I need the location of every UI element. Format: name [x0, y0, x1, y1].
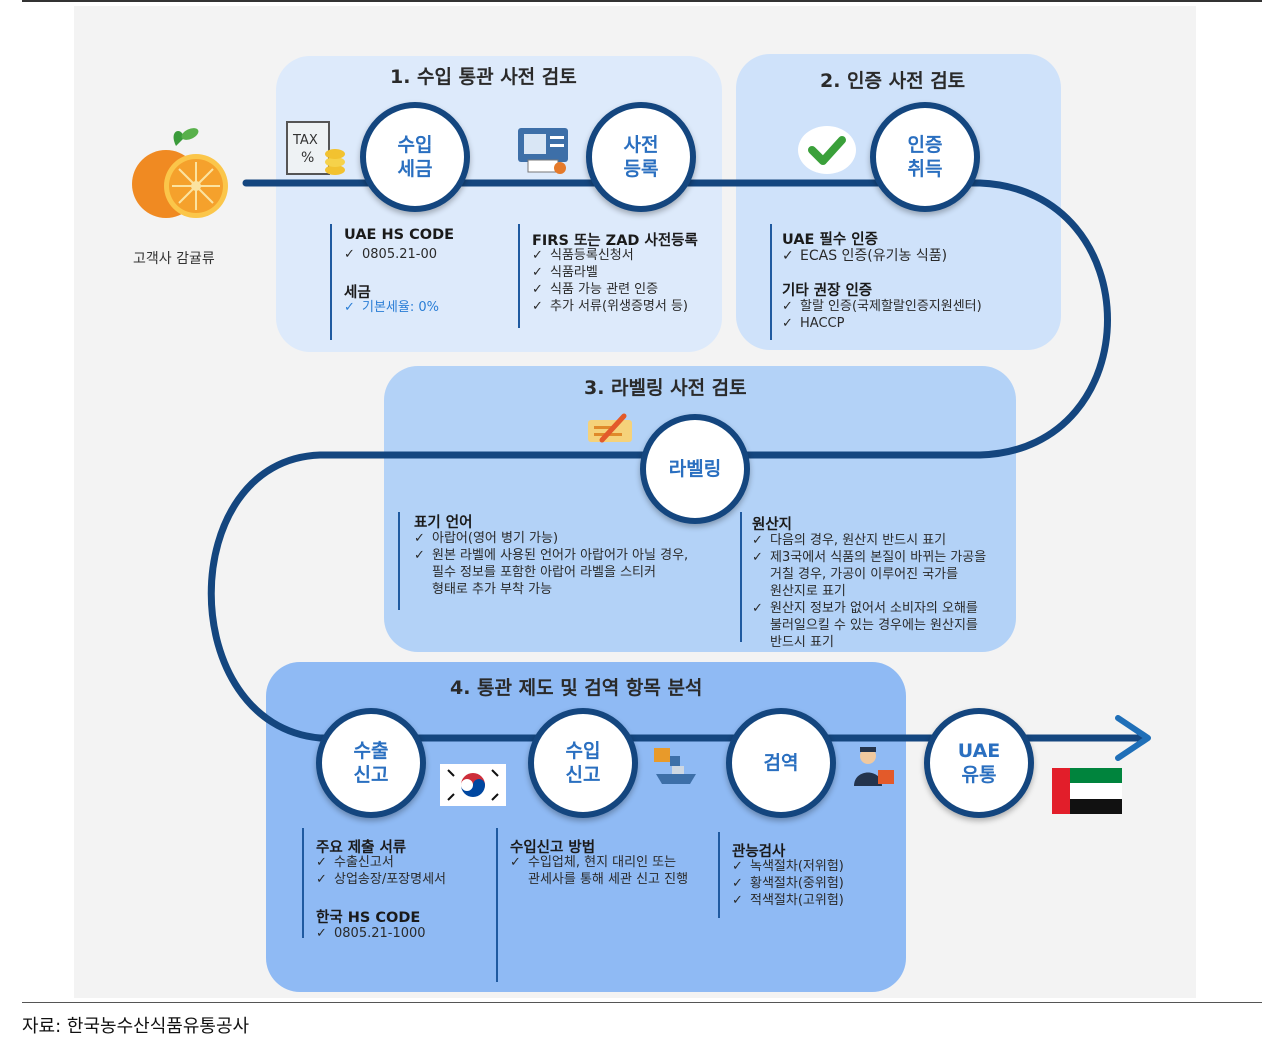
- divider: [518, 224, 520, 328]
- import-tax-circle: 수입 세금: [360, 102, 470, 212]
- list-item: ✓0805.21-1000: [316, 926, 426, 941]
- section-4-title: 4. 통관 제도 및 검역 항목 분석: [450, 677, 703, 699]
- list-item: 거칠 경우, 가공이 이루어진 국가를: [770, 567, 959, 582]
- required-cert-heading: UAE 필수 인증: [782, 232, 878, 248]
- uae-distribution-circle: UAE 유통: [924, 708, 1034, 818]
- export-declaration-circle: 수출 신고: [316, 708, 426, 818]
- list-item: 원산지로 표기: [770, 584, 846, 599]
- origin-heading: 원산지: [752, 517, 793, 533]
- arrow-icon: [1115, 715, 1151, 761]
- list-item: 필수 정보를 포함한 아랍어 라벨을 스티커: [432, 565, 656, 580]
- tax-heading: 세금: [344, 285, 371, 301]
- list-item: 형태로 추가 부착 가능: [432, 582, 553, 597]
- list-item: ✓ECAS 인증(유기농 식품): [782, 248, 948, 264]
- korea-hs-code-heading: 한국 HS CODE: [316, 910, 421, 926]
- list-item: ✓추가 서류(위생증명서 등): [532, 299, 689, 314]
- list-item: ✓기본세율: 0%: [344, 300, 439, 315]
- divider: [330, 224, 332, 340]
- list-item: 불러일으킬 수 있는 경우에는 원산지를: [770, 618, 978, 633]
- quarantine-circle: 검역: [726, 708, 836, 818]
- list-item: ✓상업송장/포장명세서: [316, 872, 447, 887]
- list-item: ✓HACCP: [782, 316, 845, 331]
- flow-path-line: [207, 179, 1144, 742]
- submission-docs-heading: 주요 제출 서류: [316, 840, 407, 856]
- korea-flag-icon: [440, 764, 506, 806]
- list-item: ✓녹색절차(저위험): [732, 859, 844, 874]
- orange-icon: [132, 128, 228, 218]
- cargo-ship-icon: [654, 748, 696, 784]
- list-item: ✓원본 라벨에 사용된 언어가 아랍어가 아닐 경우,: [414, 548, 689, 563]
- list-item: ✓아랍어(영어 병기 가능): [414, 531, 559, 546]
- list-item: ✓0805.21-00: [344, 247, 437, 262]
- list-item: ✓식품 가능 관련 인증: [532, 282, 659, 297]
- list-item: ✓제3국에서 식품의 본질이 바뀌는 가공을: [752, 550, 987, 565]
- top-rule: [22, 0, 1262, 2]
- section-2-title: 2. 인증 사전 검토: [820, 70, 966, 92]
- import-method-heading: 수입신고 방법: [510, 840, 596, 856]
- list-item: ✓황색절차(중위험): [732, 876, 844, 891]
- import-declaration-circle: 수입 신고: [528, 708, 638, 818]
- list-item: 관세사를 통해 세관 신고 진행: [528, 872, 689, 887]
- recommended-cert-heading: 기타 권장 인증: [782, 283, 873, 299]
- list-item: ✓다음의 경우, 원산지 반드시 표기: [752, 533, 947, 548]
- list-item: ✓할랄 인증(국제할랄인증지원센터): [782, 299, 982, 314]
- list-item: ✓식품등록신청서: [532, 248, 634, 263]
- svg-text:%: %: [301, 150, 314, 166]
- source-caption: 자료: 한국농수산식품유통공사: [22, 1016, 250, 1037]
- sensory-inspection-heading: 관능검사: [732, 844, 786, 860]
- list-item: ✓적색절차(고위험): [732, 893, 844, 908]
- uae-hs-code-heading: UAE HS CODE: [344, 227, 455, 243]
- list-item: ✓수출신고서: [316, 855, 394, 870]
- label-language-heading: 표기 언어: [414, 515, 473, 531]
- checkmark-icon: [798, 126, 856, 174]
- section-1-title: 1. 수입 통관 사전 검토: [390, 66, 577, 88]
- list-item: ✓원산지 정보가 없어서 소비자의 오해를: [752, 601, 978, 616]
- inspector-icon: [854, 747, 894, 786]
- divider: [302, 828, 304, 938]
- certification-circle: 인증 취득: [870, 102, 980, 212]
- labeling-circle: 라벨링: [640, 414, 750, 524]
- divider: [718, 832, 720, 918]
- client-citrus-label: 고객사 감귤류: [133, 251, 215, 267]
- section-3-title: 3. 라벨링 사전 검토: [584, 377, 747, 399]
- registration-heading: FIRS 또는 ZAD 사전등록: [532, 233, 698, 249]
- registration-icon: [518, 128, 568, 174]
- divider: [770, 224, 772, 340]
- divider: [496, 828, 498, 982]
- pre-registration-circle: 사전 등록: [586, 102, 696, 212]
- list-item: 반드시 표기: [770, 635, 834, 650]
- list-item: ✓수입업체, 현지 대리인 또는: [510, 855, 677, 870]
- svg-text:TAX: TAX: [292, 133, 318, 148]
- labeling-icon: [588, 413, 632, 443]
- list-item: ✓식품라벨: [532, 265, 598, 280]
- tax-icon: TAX %: [286, 121, 345, 175]
- divider: [740, 512, 742, 642]
- uae-flag-icon: [1052, 768, 1122, 814]
- bottom-rule: [22, 1002, 1262, 1003]
- divider: [398, 512, 400, 610]
